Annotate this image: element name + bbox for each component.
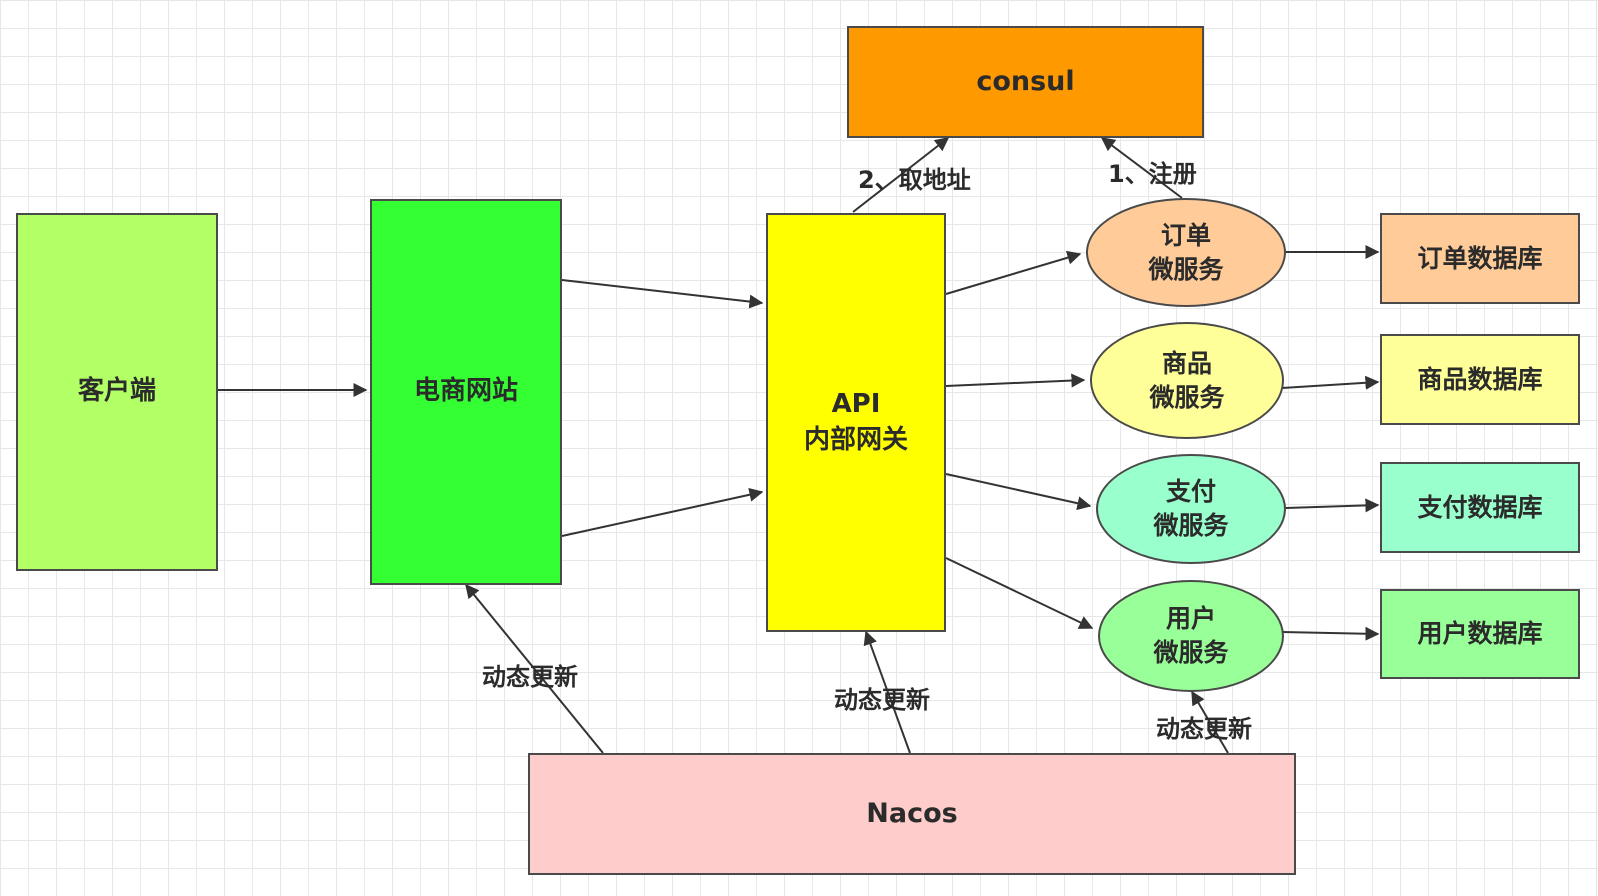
edge-label-register: 1、注册 xyxy=(1108,160,1197,188)
nacos-node[interactable]: Nacos xyxy=(528,753,1296,875)
website-label: 电商网站 xyxy=(413,376,518,407)
arrow-user-service-to-db xyxy=(1281,626,1380,641)
arrow-website-to-gateway-bottom xyxy=(561,487,764,537)
arrow-product-service-to-db xyxy=(1281,375,1380,390)
arrow-nacos-to-gateway xyxy=(863,630,911,754)
client-node[interactable]: 客户端 xyxy=(16,213,218,571)
payment-db-node[interactable]: 支付数据库 xyxy=(1380,462,1580,553)
arrow-gateway-to-user-service xyxy=(945,557,1094,629)
client-label: 客户端 xyxy=(77,376,156,407)
arrow-gateway-to-product-service xyxy=(945,373,1086,388)
product-service-label-line2: 微服务 xyxy=(1149,382,1225,412)
order-db-node[interactable]: 订单数据库 xyxy=(1380,213,1580,304)
gateway-label-line2: 内部网关 xyxy=(803,424,908,455)
gateway-label-line1: API xyxy=(831,389,881,420)
consul-label: consul xyxy=(976,65,1075,97)
arrow-payment-service-to-db xyxy=(1285,498,1380,513)
user-db-label: 用户数据库 xyxy=(1417,619,1543,649)
product-service-node[interactable]: 商品 微服务 xyxy=(1090,322,1284,439)
gateway-node[interactable]: API 内部网关 xyxy=(766,213,946,632)
arrow-order-service-to-consul xyxy=(1100,137,1183,199)
user-service-node[interactable]: 用户 微服务 xyxy=(1098,580,1284,692)
arrow-gateway-to-consul xyxy=(852,137,950,213)
product-db-node[interactable]: 商品数据库 xyxy=(1380,334,1580,425)
edge-label-dynamic-update-website: 动态更新 xyxy=(482,663,578,691)
arrow-gateway-to-payment-service xyxy=(945,473,1092,511)
user-service-label-line1: 用户 xyxy=(1165,604,1216,634)
arrow-gateway-to-order-service xyxy=(945,250,1082,295)
user-db-node[interactable]: 用户数据库 xyxy=(1380,589,1580,679)
payment-service-label-line2: 微服务 xyxy=(1153,511,1229,540)
arrow-website-to-gateway-top xyxy=(561,279,764,309)
payment-db-label: 支付数据库 xyxy=(1417,492,1543,522)
order-service-label-line2: 微服务 xyxy=(1148,254,1224,284)
edge-label-dynamic-update-gateway: 动态更新 xyxy=(834,686,930,714)
payment-service-label-line1: 支付 xyxy=(1165,477,1216,507)
nacos-label: Nacos xyxy=(866,797,958,829)
payment-service-node[interactable]: 支付 微服务 xyxy=(1096,454,1286,564)
order-db-label: 订单数据库 xyxy=(1417,243,1543,273)
product-db-label: 商品数据库 xyxy=(1417,364,1543,394)
arrow-nacos-to-user-service xyxy=(1191,690,1229,754)
order-service-label-line1: 订单 xyxy=(1160,220,1211,250)
edge-label-fetch-address: 2、取地址 xyxy=(858,166,971,194)
consul-node[interactable]: consul xyxy=(847,26,1204,138)
website-node[interactable]: 电商网站 xyxy=(370,199,562,585)
order-service-node[interactable]: 订单 微服务 xyxy=(1086,198,1286,307)
edge-label-dynamic-update-services: 动态更新 xyxy=(1156,715,1252,743)
product-service-label-line1: 商品 xyxy=(1161,348,1212,378)
user-service-label-line2: 微服务 xyxy=(1153,638,1229,667)
arrow-nacos-to-website xyxy=(465,583,604,754)
